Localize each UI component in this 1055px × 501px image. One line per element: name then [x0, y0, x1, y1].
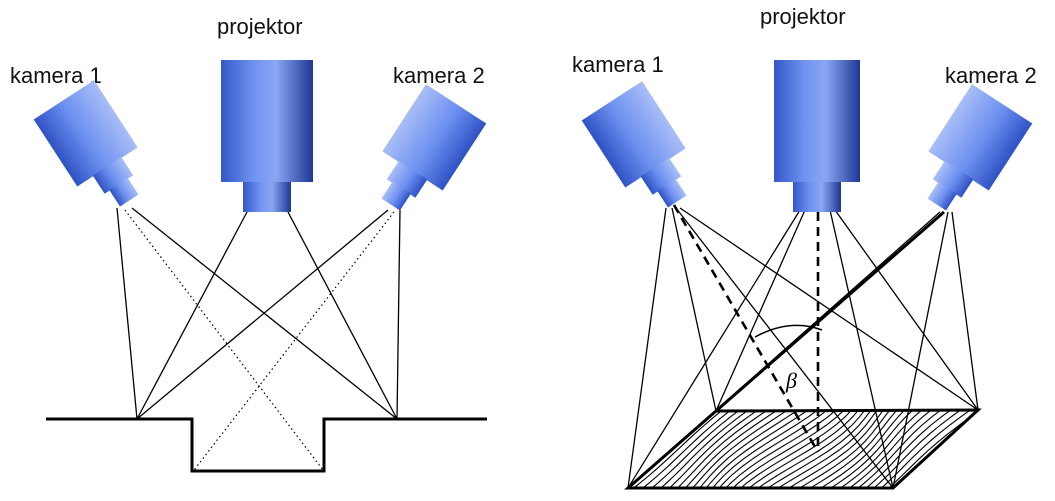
fringe-line: [710, 410, 839, 488]
fringe-line: [931, 410, 978, 488]
fringe-line: [684, 410, 813, 488]
left-camera1-label: kamera 1: [10, 63, 102, 88]
camera-icon: [381, 84, 487, 211]
fringe-line: [939, 410, 978, 488]
fringe-line: [846, 410, 966, 488]
right-projector-label: projektor: [760, 4, 846, 29]
right-diagram: projektor kamera 1 kamera 2: [572, 4, 1037, 490]
right-camera2-label: kamera 2: [945, 63, 1037, 88]
fringe-line: [760, 410, 879, 488]
fringe-surface: [628, 410, 978, 488]
fringe-line: [735, 410, 861, 488]
fringe-line: [863, 410, 978, 488]
fringe-line: [752, 410, 873, 488]
camera-icon: [581, 81, 687, 208]
fringe-line: [743, 410, 867, 488]
projector-icon: [774, 60, 860, 212]
right-rays: [627, 204, 979, 489]
fringe-line: [778, 410, 892, 488]
angle-beta-label: β: [785, 368, 797, 393]
fringe-line: [786, 410, 900, 488]
left-diagram: projektor kamera 1 kamera 2: [10, 14, 487, 473]
left-rays: [116, 207, 401, 471]
fringe-line: [633, 410, 754, 488]
fringe-line: [701, 410, 831, 488]
camera-icon: [33, 80, 139, 207]
fringe-line: [922, 410, 978, 488]
fringe-line: [837, 410, 956, 488]
fringe-line: [718, 410, 847, 488]
fringe-line: [829, 410, 946, 488]
fringe-line: [880, 410, 978, 488]
fringe-line: [769, 410, 885, 488]
left-camera2-label: kamera 2: [393, 63, 485, 88]
fringe-line: [628, 410, 736, 488]
right-camera1-label: kamera 1: [572, 52, 664, 77]
fringe-line: [642, 410, 763, 488]
left-step-surface: [46, 417, 487, 473]
fringe-line: [854, 410, 976, 488]
fringe-line: [812, 410, 926, 488]
left-projector-label: projektor: [217, 14, 303, 39]
fringe-line: [965, 410, 978, 488]
fringe-line: [650, 410, 773, 488]
fringe-line: [667, 410, 793, 488]
fringe-line: [628, 410, 745, 488]
fringe-line: [803, 410, 917, 488]
fringe-line: [948, 410, 978, 488]
camera-icon: [927, 84, 1033, 211]
projector-icon: [221, 60, 313, 212]
fringe-line: [676, 410, 803, 488]
fringe-line: [659, 410, 783, 488]
